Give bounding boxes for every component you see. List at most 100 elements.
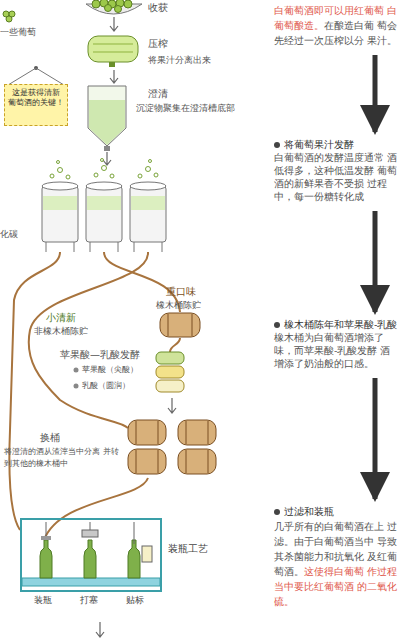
co2-bubbles (102, 166, 107, 171)
section-heading: 橡木桶陈年和苹果酸-乳酸 (274, 318, 400, 331)
flow-arrow (373, 211, 378, 312)
step-label: 换桶 (40, 432, 60, 444)
step-label: 收获 (148, 2, 168, 14)
flow-arrow (373, 55, 378, 132)
panel-border (20, 518, 162, 592)
step-label: 将果汁分离出来 (148, 54, 211, 66)
oak-barrel (160, 313, 200, 337)
flow-arrow (373, 378, 378, 499)
step-label: 压榨 (148, 38, 168, 50)
bullet-dot (74, 368, 79, 389)
sign-string (8, 68, 64, 85)
mlf-stack (156, 380, 184, 392)
flow-arrow (168, 398, 176, 413)
fermentation-tank (43, 196, 77, 210)
fermentation-tank (131, 196, 165, 210)
grape-bowl (105, 5, 112, 12)
co2-bubbles (154, 173, 158, 177)
step-label: 装瓶 (34, 594, 52, 607)
press-drum (93, 44, 133, 45)
oak-barrel (168, 314, 192, 336)
barrel-stack (128, 420, 216, 474)
flow-arrow (110, 70, 118, 83)
barrel-stack (178, 449, 216, 474)
fermentation-tank (46, 242, 74, 252)
text-block: 橡木桶陈年和苹果酸-乳酸橡木桶为白葡萄酒增添了 味，而苹果酸-乳酸发酵 酒增添了… (272, 318, 400, 370)
barrel-stack (178, 420, 216, 445)
step-label: 重口味 (166, 286, 196, 298)
step-label: 苹果酸（尖酸） (82, 364, 138, 376)
grape-bowl (124, 0, 132, 8)
co2-bubbles (94, 173, 98, 177)
transfer-pipe (29, 252, 148, 428)
mlf-stack (156, 366, 184, 378)
transfer-pipe (44, 478, 148, 540)
barrel-stack (128, 449, 166, 474)
step-label: 一些葡萄 (0, 26, 36, 38)
settling-tank (104, 146, 110, 151)
text-block: 白葡萄酒即可以用红葡萄 白葡萄酿造。在酿造白葡 萄会先经过一次压榨以分 果汁。 (272, 2, 400, 47)
grape-bowl (86, 0, 142, 14)
bullet-dot (274, 322, 280, 328)
press-drum (109, 62, 115, 67)
grape-bowl (115, 6, 122, 13)
step-label: 乳酸（圆润） (82, 380, 130, 392)
press-drum (93, 52, 133, 53)
fermentation-tank (130, 186, 166, 242)
step-label: 橡木桶陈贮 (156, 299, 201, 311)
step-label: 打塞 (80, 594, 98, 607)
oak-barrel (160, 313, 200, 337)
step-label: 化碳 (0, 228, 18, 240)
sign-string (8, 66, 64, 85)
grape-cluster (6, 16, 12, 22)
co2-bubbles (50, 174, 54, 178)
bottling-line (41, 536, 51, 540)
fermentation-tank (87, 196, 121, 210)
co2-bubbles (101, 159, 104, 162)
bullet-dot (74, 368, 79, 373)
barrel-stack (136, 421, 208, 473)
co2-bubbles (50, 159, 158, 180)
note-text: 这是获得清新 葡萄酒的关键！ (7, 88, 65, 108)
fermentation-tank (90, 242, 118, 252)
bottling-line (84, 540, 96, 578)
co2-bubbles (110, 174, 114, 178)
fermentation-tank (134, 242, 162, 252)
body-text: 橡木桶为白葡萄酒增添了 味，而苹果酸-乳酸发酵 酒增添了奶油般的口感。 (274, 331, 400, 370)
transfer-pipe (170, 338, 180, 352)
step-label: 贴标 (126, 594, 144, 607)
press-drum (88, 36, 138, 67)
mlf-stack (156, 352, 184, 364)
step-label: 沉淀物聚集在澄清槽底部 (136, 102, 235, 114)
bottling-line (128, 540, 140, 578)
co2-bubbles (138, 174, 142, 178)
body-text: 白葡萄酒的发酵温度通常 酒低得多，这种低温发酵 葡萄酒的新鲜果香不受损 过程中，… (274, 151, 400, 203)
transfer-pipe (9, 252, 180, 540)
bullet-dot (274, 509, 280, 515)
flow-arrow (103, 152, 111, 165)
fermentation-tank (86, 182, 122, 190)
co2-bubbles (66, 175, 70, 179)
grape-cluster (3, 11, 15, 22)
settling-tank (89, 100, 125, 145)
fermentation-tank (130, 182, 166, 190)
press-drum (88, 36, 138, 62)
fermentation-tank (42, 186, 78, 242)
bottling-line (22, 578, 160, 586)
co2-bubbles (149, 160, 152, 163)
fermentation-tank (86, 186, 122, 242)
step-label: 澄清 (148, 88, 168, 100)
text-block: 过滤和装瓶几乎所有的白葡萄酒在上 过滤。由于白葡萄酒当中 导致其杀菌能力和抗氧化… (272, 505, 400, 608)
section-heading: 过滤和装瓶 (274, 505, 400, 518)
bullet-dot (74, 384, 79, 389)
section-heading: 将葡萄果汁发酵 (274, 138, 400, 151)
fermentation-tank (42, 182, 166, 252)
bottling-line (40, 540, 52, 578)
settling-tank (88, 86, 126, 146)
co2-bubbles (146, 167, 151, 172)
bottling-line (46, 522, 134, 544)
process-heading: 装瓶工艺 (168, 542, 208, 555)
bottling-line (142, 546, 152, 562)
text-block: 将葡萄果汁发酵白葡萄酒的发酵温度通常 酒低得多，这种低温发酵 葡萄酒的新鲜果香不… (272, 138, 400, 203)
